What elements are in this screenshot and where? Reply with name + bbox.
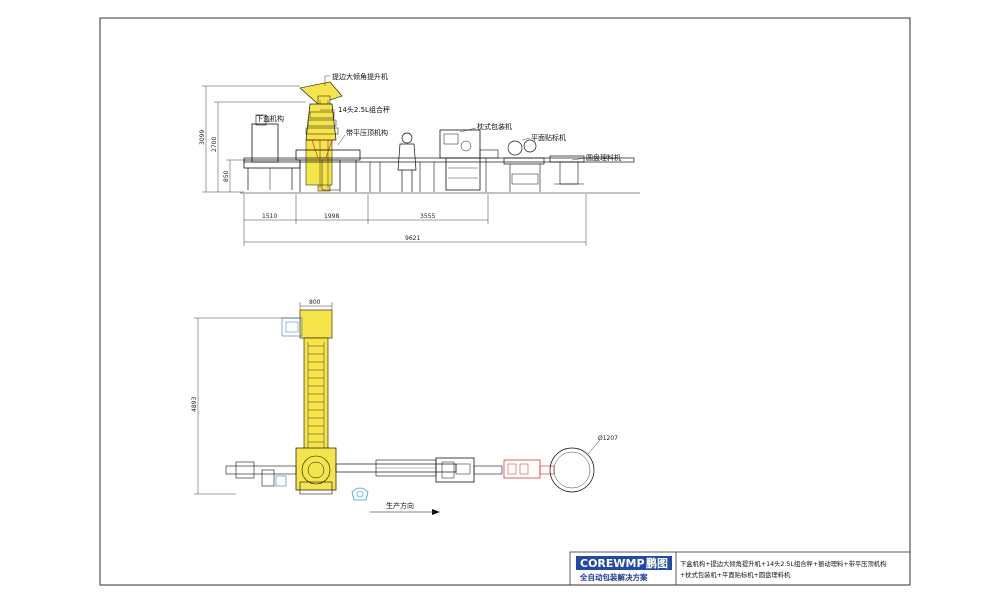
labeler-top: [503, 459, 555, 479]
brand-cn: 鹏图: [646, 556, 668, 570]
dim-total-length: 9621: [405, 235, 420, 242]
operator-figure: [397, 132, 417, 192]
dim-disc-diameter: Ø1207: [598, 435, 618, 442]
dim-height-2: 2700: [211, 137, 218, 152]
direction-label: 生产方向: [386, 501, 414, 510]
infeed-top: [225, 461, 297, 487]
direction-arrow: [370, 509, 440, 515]
pillow-packer-top: [435, 457, 503, 483]
dim-elevator-width: 800: [309, 299, 321, 306]
conveyor-side: [243, 157, 635, 192]
rotary-disc-top: [549, 439, 601, 493]
top-view-dimensions: [194, 302, 333, 495]
leader-lines: [269, 75, 586, 161]
brand-en: COREWMP: [580, 557, 645, 570]
dim-seg-2: 1998: [324, 213, 339, 220]
label-weigher: 14头2.5L组合秤: [338, 105, 390, 114]
side-view: 提边大倾角提升机 14头2.5L组合秤 下盒机构 带平压顶机构 枕式包装机 平面…: [199, 72, 640, 246]
rotary-table-side: [549, 155, 585, 185]
title-block: COREWMP 鹏图 全自动包装解决方案 下盒机构+提边大倾角提升机+14头2.…: [569, 551, 911, 586]
dim-depth: 4893: [191, 397, 198, 412]
dim-seg-3: 3555: [420, 213, 435, 220]
description-line-1: 下盒机构+提边大倾角提升机+14头2.5L组合秤+振动理料+带平压顶机构: [680, 559, 886, 568]
label-pillow-packer: 枕式包装机: [477, 122, 512, 131]
main-conveyor-top: [335, 459, 457, 477]
horizontal-dimensions: [243, 194, 587, 246]
label-lower-box-mechanism: 下盒机构: [256, 114, 284, 123]
label-rotary-table: 圆盘理料机: [586, 153, 621, 162]
label-labeler: 平面贴标机: [531, 133, 566, 142]
operator-top: [351, 487, 369, 501]
label-elevator: 提边大倾角提升机: [332, 72, 388, 81]
weigher-side: [305, 103, 339, 159]
description-line-2: +枕式包装机+平面贴标机+圆盘理料机: [680, 570, 791, 579]
dim-seg-1: 1510: [262, 213, 277, 220]
labeler-side: [503, 139, 545, 192]
lower-box-mechanism-side: [243, 114, 301, 190]
elevator-top: [281, 309, 333, 459]
pillow-packer-side: [439, 129, 499, 192]
label-press-mechanism: 带平压顶机构: [346, 128, 388, 137]
vertical-dimensions: [202, 85, 306, 193]
dim-height-small: 850: [223, 170, 230, 182]
weigher-frame-side: [295, 149, 361, 192]
dim-height-total: 3099: [199, 130, 206, 145]
drawing-frame: [99, 17, 911, 586]
elevator-rungs: [308, 345, 324, 451]
slogan: 全自动包装解决方案: [579, 572, 648, 582]
brand-logo-bg: [576, 556, 672, 570]
top-view: 生产方向 800 4893 Ø1207: [191, 299, 618, 515]
weigher-top: [295, 447, 337, 495]
